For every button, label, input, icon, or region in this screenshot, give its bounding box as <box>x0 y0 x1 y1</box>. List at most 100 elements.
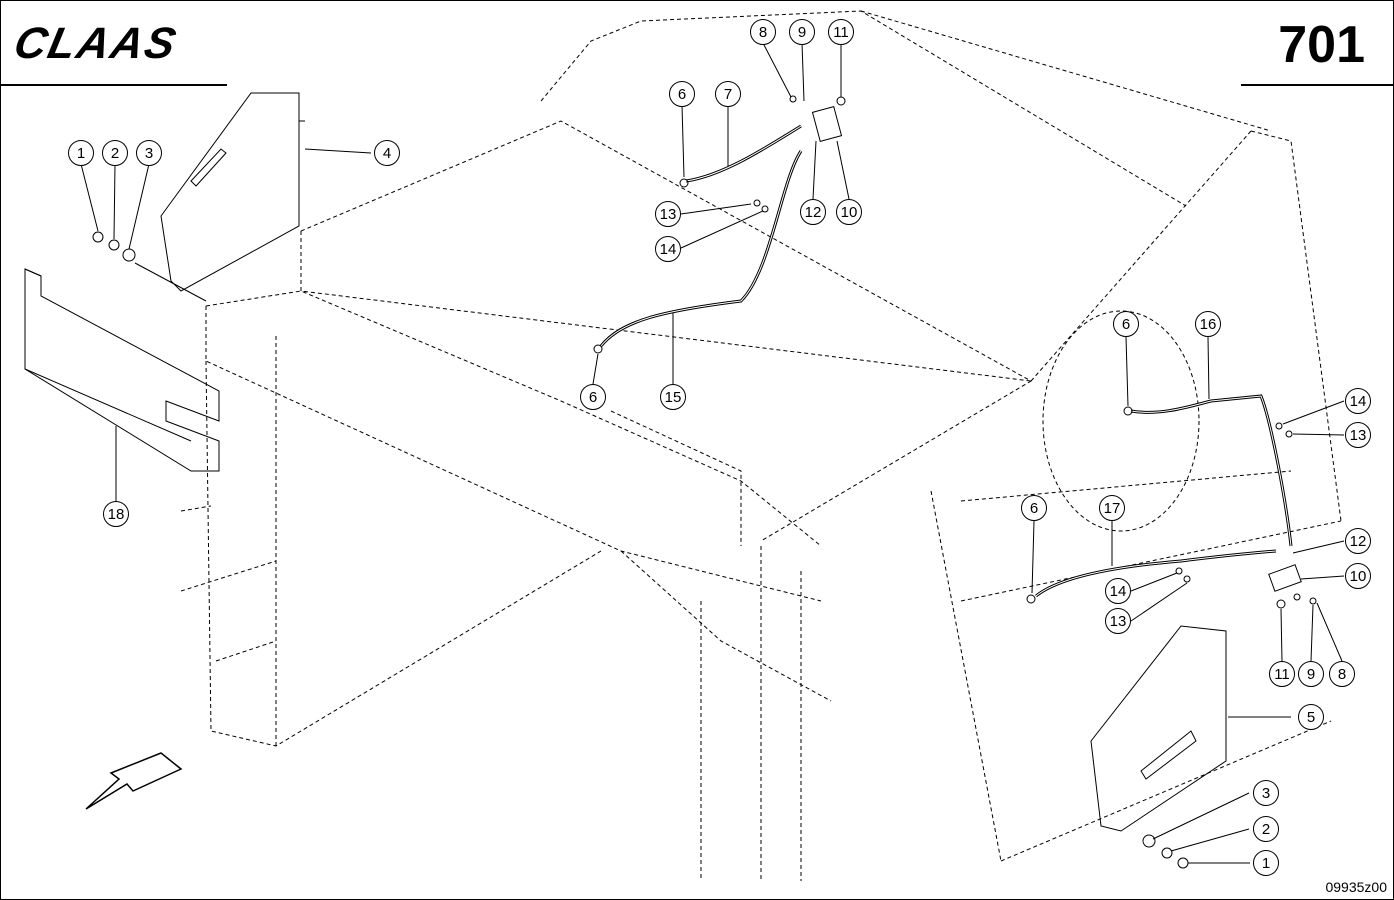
callout-14: 14 <box>1105 578 1131 604</box>
callout-14: 14 <box>655 236 681 262</box>
callout-circle <box>1253 816 1279 842</box>
callout-circle <box>374 140 400 166</box>
bracket-part-18 <box>24 268 220 472</box>
callout-7: 7 <box>715 81 741 107</box>
callout-3: 3 <box>136 140 162 166</box>
callout-3: 3 <box>1253 780 1279 806</box>
callout-label: 14 <box>1110 583 1127 600</box>
callout-label: 13 <box>1350 427 1367 444</box>
callout-1: 1 <box>1253 850 1279 876</box>
callout-circle <box>580 384 606 410</box>
callout-label: 11 <box>1274 666 1290 683</box>
callout-label: 6 <box>589 389 597 406</box>
callout-6: 6 <box>669 81 695 107</box>
callout-circle <box>1329 661 1355 687</box>
connector-block-part-10-top <box>811 106 843 142</box>
callout-13: 13 <box>1105 608 1131 634</box>
callout-circle <box>789 19 815 45</box>
callout-label: 9 <box>798 24 806 41</box>
pipe-part-15 <box>599 150 803 347</box>
callout-label: 11 <box>833 24 849 41</box>
callout-6: 6 <box>1021 495 1047 521</box>
circular-opening <box>1042 310 1200 532</box>
callout-circle <box>655 201 681 227</box>
callout-label: 14 <box>1350 393 1367 410</box>
callout-circle <box>750 19 776 45</box>
callout-label: 6 <box>1122 316 1130 333</box>
callout-label: 4 <box>383 145 391 162</box>
callout-label: 6 <box>678 86 686 103</box>
callout-10: 10 <box>1345 563 1371 589</box>
callout-circle <box>1345 422 1371 448</box>
callout-8: 8 <box>1329 661 1355 687</box>
page-number: 701 <box>1278 16 1365 74</box>
callout-6: 6 <box>1113 311 1139 337</box>
callout-label: 3 <box>1262 785 1270 802</box>
callout-circle <box>655 236 681 262</box>
callout-label: 5 <box>1307 709 1315 726</box>
callout-circle <box>669 81 695 107</box>
callout-label: 17 <box>1104 500 1121 517</box>
callout-14: 14 <box>1345 388 1371 414</box>
callout-label: 15 <box>665 389 682 406</box>
callout-circle <box>1099 495 1125 521</box>
callout-label: 13 <box>1110 613 1127 630</box>
callout-9: 9 <box>789 19 815 45</box>
pipe-part-16 <box>1130 394 1293 547</box>
callout-circle <box>68 140 94 166</box>
callout-label: 8 <box>759 24 767 41</box>
callout-circle <box>1105 608 1131 634</box>
pipe-part-7 <box>685 124 802 183</box>
callout-circle <box>660 384 686 410</box>
callout-circle <box>136 140 162 166</box>
callout-1: 1 <box>68 140 94 166</box>
callout-label: 10 <box>841 204 858 221</box>
callout-4: 4 <box>374 140 400 166</box>
callout-12: 12 <box>800 199 826 225</box>
callout-2: 2 <box>102 140 128 166</box>
callout-label: 6 <box>1030 500 1038 517</box>
callout-circle <box>1105 578 1131 604</box>
callout-circle <box>800 199 826 225</box>
small-hardware <box>92 95 1317 869</box>
callout-15: 15 <box>660 384 686 410</box>
callout-circle <box>1345 388 1371 414</box>
callout-label: 9 <box>1307 666 1315 683</box>
callout-label: 7 <box>724 86 732 103</box>
callout-12: 12 <box>1345 528 1371 554</box>
callout-circle <box>1021 495 1047 521</box>
callout-circle <box>828 19 854 45</box>
header-rule-left <box>1 84 227 86</box>
header-rule-right <box>1241 84 1393 86</box>
callout-label: 13 <box>660 206 677 223</box>
callout-5: 5 <box>1298 704 1324 730</box>
callout-label: 1 <box>1262 855 1270 872</box>
callout-18: 18 <box>103 501 129 527</box>
callout-label: 2 <box>1262 821 1270 838</box>
callout-label: 14 <box>660 241 677 258</box>
pipe-part-17 <box>1035 549 1277 598</box>
callout-circle <box>1195 311 1221 337</box>
callout-label: 10 <box>1350 568 1367 585</box>
callout-10: 10 <box>836 199 862 225</box>
callout-13: 13 <box>1345 422 1371 448</box>
callout-label: 2 <box>111 145 119 162</box>
callout-8: 8 <box>750 19 776 45</box>
callout-circle <box>103 501 129 527</box>
callout-17: 17 <box>1099 495 1125 521</box>
connector-block-part-10-right <box>1268 564 1302 592</box>
main-frame-outline <box>180 10 1342 881</box>
callout-label: 1 <box>77 145 85 162</box>
callout-label: 18 <box>108 506 125 523</box>
callout-circle <box>836 199 862 225</box>
callout-6: 6 <box>580 384 606 410</box>
callout-label: 12 <box>1350 533 1367 550</box>
callout-13: 13 <box>655 201 681 227</box>
callout-16: 16 <box>1195 311 1221 337</box>
callout-circle <box>1253 850 1279 876</box>
shield-part-4 <box>160 92 305 292</box>
callout-circle <box>1298 661 1324 687</box>
